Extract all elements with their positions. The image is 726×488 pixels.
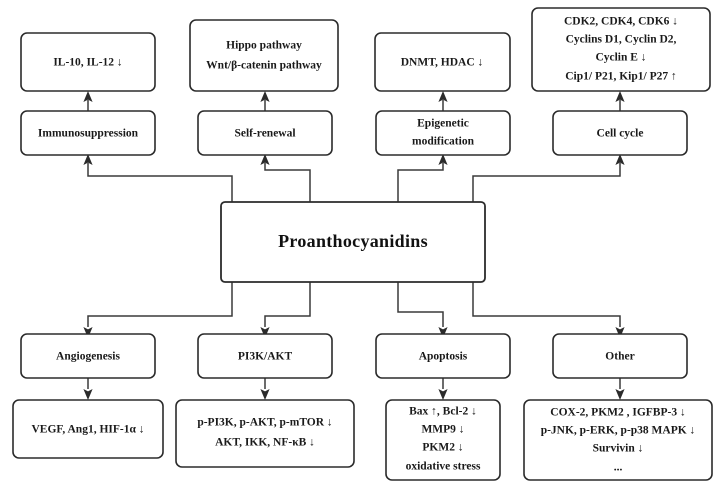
outcome-box-other-targets-line-2: Survivin ↓ bbox=[593, 443, 644, 455]
mechanism-box-immunosuppression-label: Immunosuppression bbox=[38, 128, 139, 140]
center-box-proanthocyanidins[interactable]: Proanthocyanidins bbox=[220, 201, 486, 283]
arrowhead-pi3k-akt bbox=[260, 327, 270, 338]
connector-center-to-self-renewal bbox=[264, 163, 311, 202]
connector-center-to-angiogenesis bbox=[87, 282, 233, 327]
mechanism-box-self-renewal-label: Self-renewal bbox=[234, 128, 295, 140]
outcome-box-pi3k-targets[interactable]: p-PI3K, p-AKT, p-mTOR ↓ AKT, IKK, NF-κB … bbox=[175, 399, 355, 468]
outcome-box-pi3k-targets-rect[interactable] bbox=[175, 399, 355, 468]
outcome-box-dnmt-line-0: DNMT, HDAC ↓ bbox=[401, 57, 484, 69]
arrowhead-cell-cycle bbox=[615, 154, 625, 165]
outcome-box-apoptosis-targets-line-1: MMP9 ↓ bbox=[421, 424, 464, 436]
center-box-proanthocyanidins-rect[interactable] bbox=[220, 201, 486, 283]
connector-center-to-epigenetic-modification bbox=[397, 163, 444, 202]
mechanism-box-cell-cycle-label: Cell cycle bbox=[597, 128, 644, 140]
mechanism-box-epigenetic-modification-rect[interactable] bbox=[375, 110, 511, 156]
outcome-box-il[interactable]: IL-10, IL-12 ↓ bbox=[20, 32, 156, 92]
connector-center-to-apoptosis bbox=[397, 282, 444, 327]
mechanism-box-angiogenesis-label: Angiogenesis bbox=[56, 351, 120, 363]
outcome-box-cdk-line-0: CDK2, CDK4, CDK6 ↓ bbox=[564, 16, 678, 28]
outcome-box-apoptosis-targets-rect[interactable] bbox=[385, 399, 501, 481]
mechanism-box-apoptosis-label: Apoptosis bbox=[419, 351, 468, 363]
outcome-box-vegf-rect[interactable] bbox=[12, 399, 164, 459]
outcome-box-hippo[interactable]: Hippo pathway Wnt/β-catenin pathway bbox=[189, 19, 339, 92]
outcome-box-dnmt-rect[interactable] bbox=[374, 32, 511, 92]
mechanism-box-apoptosis-rect[interactable] bbox=[375, 333, 511, 379]
mechanism-box-immunosuppression-rect[interactable] bbox=[20, 110, 156, 156]
mechanism-box-epigenetic-modification-line-1: modification bbox=[412, 136, 475, 148]
mechanism-box-immunosuppression[interactable]: Immunosuppression bbox=[20, 110, 156, 156]
arrowhead-dnmt-box bbox=[438, 91, 448, 102]
outcome-box-cdk-line-1: Cyclins D1, Cyclin D2, bbox=[566, 34, 677, 46]
mechanism-box-other-rect[interactable] bbox=[552, 333, 688, 379]
arrowhead-epigenetic-modification bbox=[438, 154, 448, 165]
connector-center-to-pi3k-akt bbox=[264, 282, 311, 327]
outcome-box-il-rect[interactable] bbox=[20, 32, 156, 92]
mechanism-box-self-renewal-rect[interactable] bbox=[197, 110, 333, 156]
arrowhead-il-box bbox=[83, 91, 93, 102]
connectors-lower-outcomes bbox=[83, 378, 625, 400]
outcome-box-other-targets-line-3: ... bbox=[614, 462, 623, 474]
outcome-box-apoptosis-targets-line-2: PKM2 ↓ bbox=[422, 442, 463, 454]
outcome-box-other-targets-rect[interactable] bbox=[523, 399, 713, 481]
connector-center-to-cell-cycle bbox=[472, 163, 621, 202]
mechanism-box-other-label: Other bbox=[605, 351, 634, 363]
arrowhead-apoptosis bbox=[438, 327, 448, 338]
outcome-box-cdk-line-2: Cyclin E ↓ bbox=[595, 52, 646, 64]
mechanism-box-pi3k-akt-label: PI3K/AKT bbox=[238, 351, 293, 363]
mechanism-box-angiogenesis[interactable]: Angiogenesis bbox=[20, 333, 156, 379]
mechanism-box-epigenetic-modification-line-0: Epigenetic bbox=[417, 118, 469, 130]
mechanism-box-pi3k-akt[interactable]: PI3K/AKT bbox=[197, 333, 333, 379]
outcome-box-hippo-line-0: Hippo pathway bbox=[226, 40, 302, 52]
outcome-box-apoptosis-targets[interactable]: Bax ↑, Bcl-2 ↓ MMP9 ↓ PKM2 ↓ oxidative s… bbox=[385, 399, 501, 481]
mechanism-box-pi3k-akt-rect[interactable] bbox=[197, 333, 333, 379]
arrowhead-ppi3k-box bbox=[260, 389, 270, 400]
mechanism-box-epigenetic-modification[interactable]: Epigenetic modification bbox=[375, 110, 511, 156]
outcome-box-dnmt[interactable]: DNMT, HDAC ↓ bbox=[374, 32, 511, 92]
mechanism-box-apoptosis[interactable]: Apoptosis bbox=[375, 333, 511, 379]
outcome-box-cdk-line-3: Cip1/ P21, Kip1/ P27 ↑ bbox=[565, 71, 677, 83]
arrowhead-cox2-box bbox=[615, 389, 625, 400]
arrowhead-angiogenesis bbox=[83, 327, 93, 338]
arrowhead-hippo-box bbox=[260, 91, 270, 102]
outcome-box-cdk-rect[interactable] bbox=[531, 7, 711, 92]
arrowhead-other bbox=[615, 327, 625, 338]
connectors-upper bbox=[83, 154, 625, 202]
outcome-box-pi3k-targets-line-1: AKT, IKK, NF-κB ↓ bbox=[215, 437, 315, 449]
outcome-box-other-targets-line-0: COX-2, PKM2 , IGFBP-3 ↓ bbox=[550, 407, 685, 419]
connectors-lower bbox=[83, 282, 625, 338]
outcome-box-pi3k-targets-line-0: p-PI3K, p-AKT, p-mTOR ↓ bbox=[197, 417, 332, 429]
arrowhead-cdk-box bbox=[615, 91, 625, 102]
outcome-box-hippo-line-1: Wnt/β-catenin pathway bbox=[206, 60, 322, 72]
outcome-box-apoptosis-targets-line-0: Bax ↑, Bcl-2 ↓ bbox=[409, 406, 477, 418]
outcome-box-cdk[interactable]: CDK2, CDK4, CDK6 ↓ Cyclins D1, Cyclin D2… bbox=[531, 7, 711, 92]
connectors-upper-outcomes bbox=[83, 91, 625, 111]
outcome-box-other-targets-line-1: p-JNK, p-ERK, p-p38 MAPK ↓ bbox=[541, 425, 696, 437]
outcome-box-vegf[interactable]: VEGF, Ang1, HIF-1α ↓ bbox=[12, 399, 164, 459]
mechanism-box-cell-cycle[interactable]: Cell cycle bbox=[552, 110, 688, 156]
mechanism-box-self-renewal[interactable]: Self-renewal bbox=[197, 110, 333, 156]
mechanism-box-angiogenesis-rect[interactable] bbox=[20, 333, 156, 379]
connector-center-to-immunosuppression bbox=[87, 163, 233, 202]
outcome-box-other-targets[interactable]: COX-2, PKM2 , IGFBP-3 ↓ p-JNK, p-ERK, p-… bbox=[523, 399, 713, 481]
arrowhead-self-renewal bbox=[260, 154, 270, 165]
connector-center-to-other bbox=[472, 282, 621, 327]
arrowhead-immunosuppression bbox=[83, 154, 93, 165]
outcome-box-apoptosis-targets-line-3: oxidative stress bbox=[406, 461, 481, 473]
arrowhead-bax-box bbox=[438, 389, 448, 400]
mechanism-box-cell-cycle-rect[interactable] bbox=[552, 110, 688, 156]
outcome-box-vegf-line-0: VEGF, Ang1, HIF-1α ↓ bbox=[31, 424, 144, 436]
outcome-box-hippo-rect[interactable] bbox=[189, 19, 339, 92]
mechanism-box-other[interactable]: Other bbox=[552, 333, 688, 379]
arrowhead-vegf-box bbox=[83, 389, 93, 400]
outcome-box-il-line-0: IL-10, IL-12 ↓ bbox=[53, 57, 122, 69]
center-box-proanthocyanidins-label: Proanthocyanidins bbox=[278, 231, 428, 251]
